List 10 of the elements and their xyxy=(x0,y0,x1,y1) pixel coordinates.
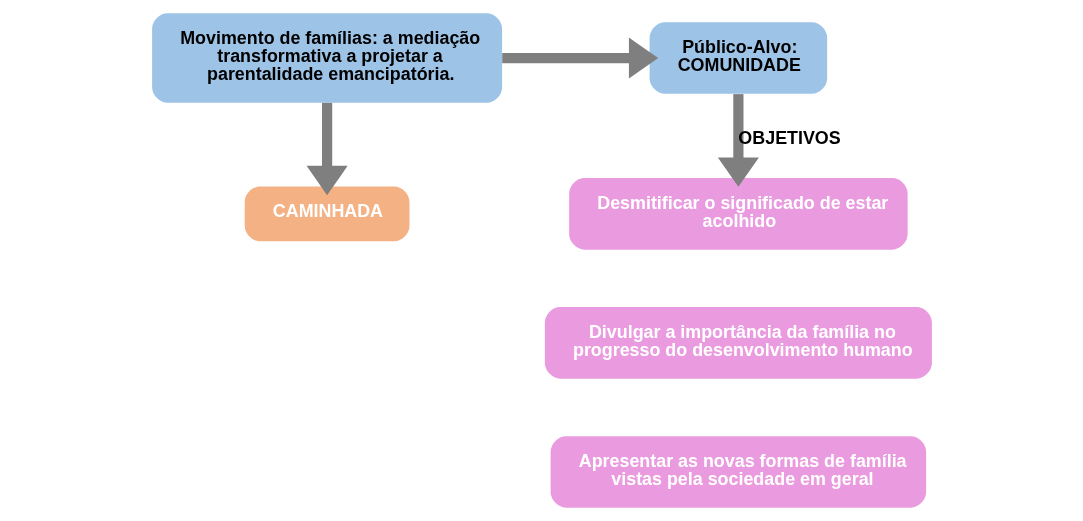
node-box: Público-Alvo: COMUNIDADE xyxy=(649,22,827,94)
arrow xyxy=(717,94,759,187)
node-box: Desmitificar o significado de estar acolhido xyxy=(568,178,908,250)
edge-label: OBJETIVOS xyxy=(737,127,841,148)
arrow xyxy=(306,102,348,196)
node-box: Divulgar a importância da família no progresso do desenvolvimento humano xyxy=(544,307,932,379)
node-box: Apresentar as novas formas de família vistas pela sociedade em geral xyxy=(550,436,926,508)
arrow xyxy=(501,37,658,79)
node-box: Movimento de famílias: a mediação transformativa a projetar a parentalidade emancipatória. xyxy=(151,13,502,103)
node-box: CAMINHADA xyxy=(244,186,409,242)
